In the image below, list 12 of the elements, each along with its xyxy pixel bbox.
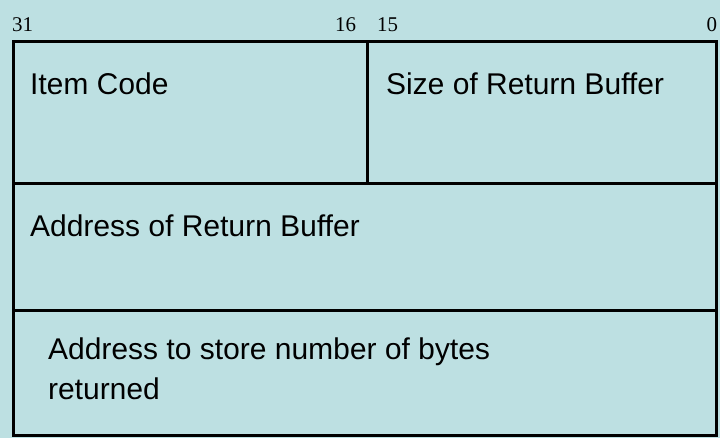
bit-number: 0	[706, 12, 717, 36]
bit-number: 31	[12, 12, 33, 36]
field-label: Address to store number of bytes returned	[48, 332, 491, 408]
field-label: Address of Return Buffer	[30, 209, 361, 245]
field-label: Size of Return Buffer	[386, 67, 665, 103]
register-field	[12, 182, 718, 312]
bit-number: 15	[377, 12, 398, 36]
register-field	[12, 40, 369, 185]
bit-number: 16	[335, 12, 356, 36]
register-field	[12, 309, 718, 437]
register-field	[366, 40, 718, 185]
field-label: Item Code	[30, 67, 170, 103]
